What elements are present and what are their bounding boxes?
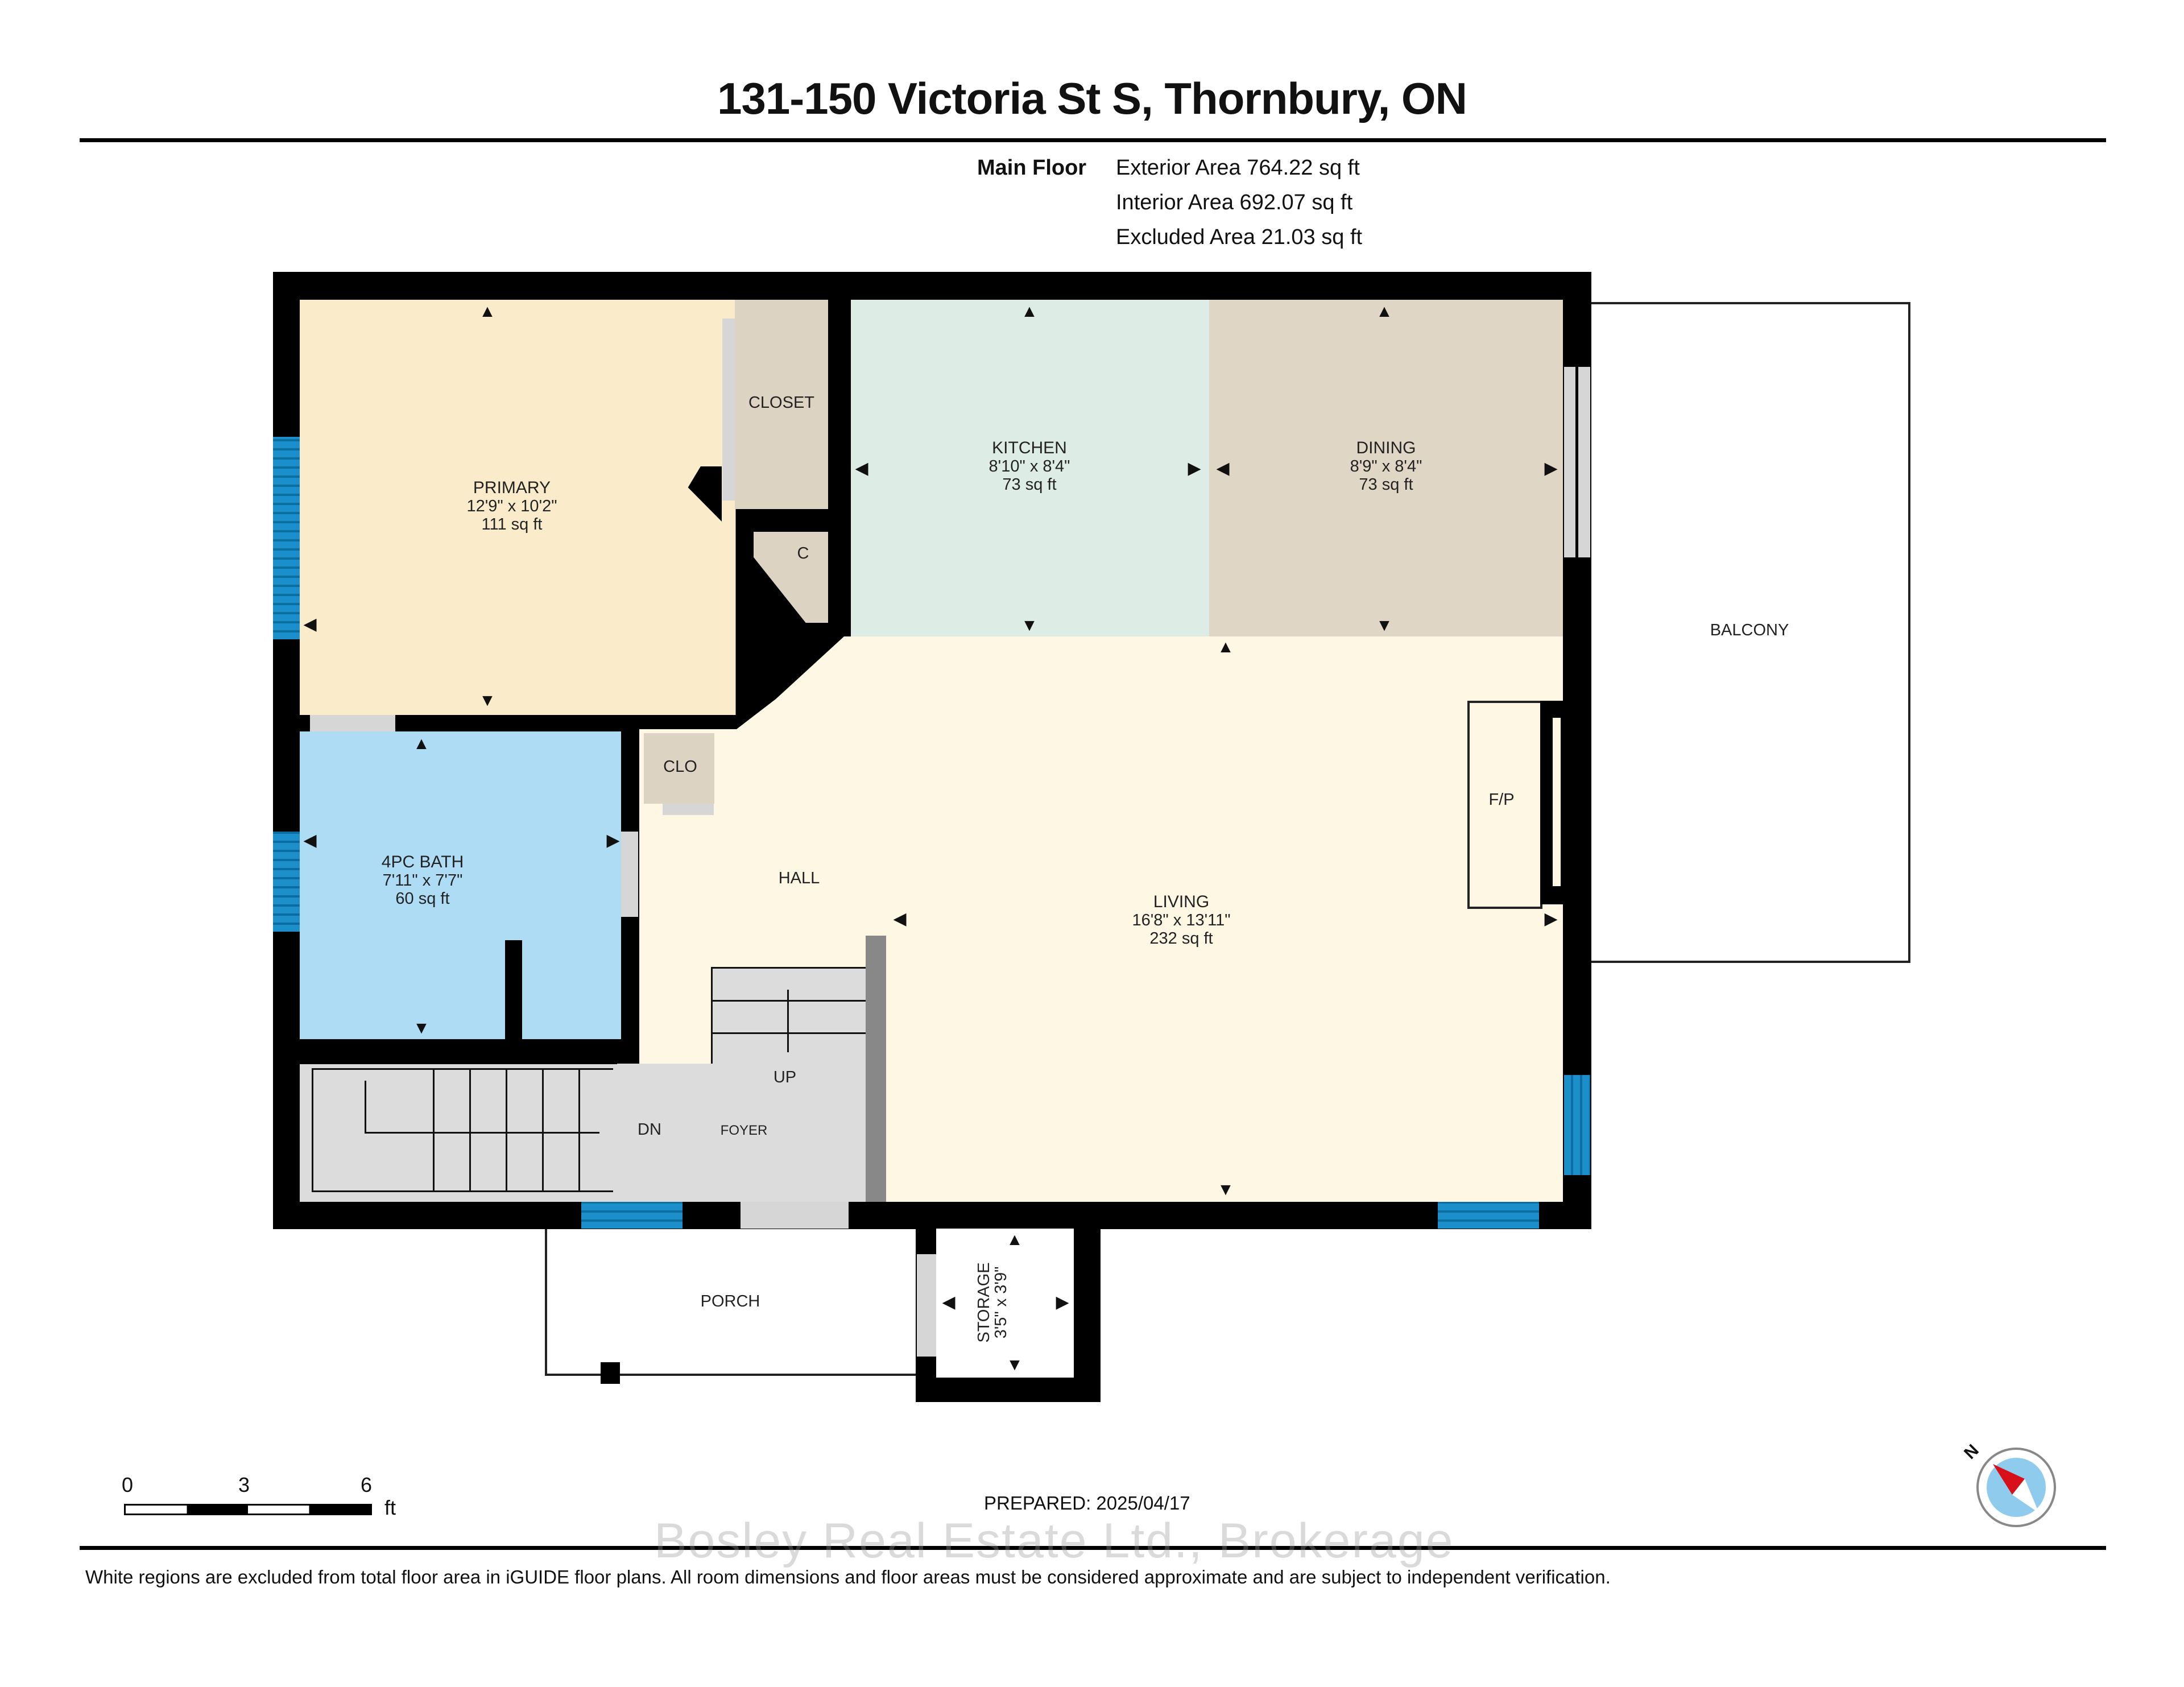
living-south-window — [1438, 1202, 1539, 1229]
scale-tick-6: 6 — [361, 1473, 373, 1496]
scale-tick-3: 3 — [238, 1473, 250, 1496]
disclaimer: White regions are excluded from total fl… — [85, 1566, 1611, 1587]
foyer-label: FOYER — [720, 1123, 768, 1138]
bath-door[interactable] — [621, 832, 638, 917]
primary-label: PRIMARY 12'9" x 10'2" 111 sq ft — [466, 478, 557, 534]
c-label: C — [797, 544, 809, 563]
closet-label: CLOSET — [748, 394, 815, 412]
dimension-arrow-icon: ▶ — [1544, 459, 1558, 478]
floor-name: Main Floor — [977, 156, 1087, 180]
dimension-arrow-icon: ▼ — [1021, 616, 1038, 635]
room-dining — [1209, 300, 1563, 636]
compass: N — [1960, 1441, 2059, 1530]
header-divider — [80, 138, 2106, 142]
exterior-area: Exterior Area 764.22 sq ft — [1116, 156, 1360, 180]
dimension-arrow-icon: ▲ — [1217, 638, 1234, 656]
bath-label: 4PC BATH 7'11" x 7'7" 60 sq ft — [381, 853, 464, 908]
dimension-arrow-icon: ▶ — [1056, 1293, 1069, 1312]
clo-door[interactable] — [663, 804, 714, 815]
dimension-arrow-icon: ▲ — [1021, 302, 1038, 321]
living-label: LIVING 16'8" x 13'11" 232 sq ft — [1132, 892, 1231, 948]
room-storage — [936, 1229, 1074, 1378]
hall-label: HALL — [778, 869, 820, 887]
dn-label: DN — [638, 1120, 661, 1139]
scale-unit: ft — [384, 1496, 396, 1519]
dimension-arrow-icon: ◀ — [1216, 459, 1230, 478]
room-kitchen — [851, 300, 1209, 636]
fireplace-label: F/P — [1488, 791, 1515, 809]
room-bath — [300, 731, 621, 1039]
dimension-arrow-icon: ▲ — [1376, 302, 1393, 321]
compass-icon — [1976, 1448, 2056, 1527]
dimension-arrow-icon: ▼ — [1006, 1355, 1023, 1374]
room-porch — [545, 1229, 921, 1376]
clo-label: CLO — [663, 758, 697, 776]
storage-label: STORAGE 3'5" x 3'9" — [975, 1262, 1010, 1343]
dimension-arrow-icon: ▼ — [413, 1019, 430, 1037]
closet-bifold-door[interactable] — [722, 319, 735, 501]
footer-divider — [80, 1546, 2106, 1550]
brokerage-watermark: Bosley Real Estate Ltd., Brokerage — [654, 1514, 1454, 1568]
dimension-arrow-icon: ◀ — [942, 1293, 956, 1312]
room-balcony — [1591, 302, 1910, 963]
dimension-arrow-icon: ▼ — [1217, 1180, 1234, 1199]
room-clo — [644, 733, 714, 804]
dimension-arrow-icon: ▼ — [479, 691, 496, 710]
up-label: UP — [773, 1068, 797, 1086]
porch-post — [601, 1362, 620, 1384]
primary-window — [273, 437, 300, 639]
bath-window — [273, 832, 300, 932]
property-address-title: 131-150 Victoria St S, Thornbury, ON — [717, 73, 1467, 123]
dimension-arrow-icon: ▲ — [1006, 1230, 1023, 1249]
front-door[interactable] — [741, 1202, 849, 1229]
dimension-arrow-icon: ▼ — [1376, 616, 1393, 635]
storage-door[interactable] — [917, 1254, 936, 1357]
dimension-arrow-icon: ◀ — [855, 459, 868, 478]
stair-railing — [866, 936, 886, 1202]
dimension-arrow-icon: ◀ — [303, 831, 317, 850]
scale-bar: 0 3 6 ft — [122, 1473, 417, 1530]
dimension-arrow-icon: ▶ — [606, 831, 620, 850]
dimension-arrow-icon: ▲ — [479, 302, 496, 321]
foyer-window — [581, 1202, 682, 1229]
balcony-label: BALCONY — [1710, 621, 1789, 639]
room-closet — [735, 300, 828, 509]
excluded-area: Excluded Area 21.03 sq ft — [1116, 225, 1363, 249]
sliding-door-track — [1575, 367, 1578, 557]
living-east-window — [1564, 1075, 1590, 1175]
room-primary — [300, 300, 722, 715]
bath-partition — [505, 940, 522, 1040]
fireplace-insert — [1553, 718, 1561, 886]
prepared-date: PREPARED: 2025/04/17 — [984, 1492, 1190, 1514]
dimension-arrow-icon: ◀ — [893, 909, 907, 928]
dimension-arrow-icon: ▶ — [1544, 909, 1558, 928]
dimension-arrow-icon: ◀ — [303, 615, 317, 634]
primary-door[interactable] — [310, 715, 395, 731]
dining-label: DINING 8'9" x 8'4" 73 sq ft — [1350, 439, 1422, 494]
room-foyer — [617, 1064, 867, 1202]
porch-label: PORCH — [700, 1292, 760, 1310]
scale-tick-0: 0 — [122, 1473, 134, 1496]
kitchen-label: KITCHEN 8'10" x 8'4" 73 sq ft — [988, 439, 1070, 494]
interior-area: Interior Area 692.07 sq ft — [1116, 191, 1353, 214]
dimension-arrow-icon: ▲ — [413, 734, 430, 753]
dimension-arrow-icon: ▶ — [1188, 459, 1201, 478]
